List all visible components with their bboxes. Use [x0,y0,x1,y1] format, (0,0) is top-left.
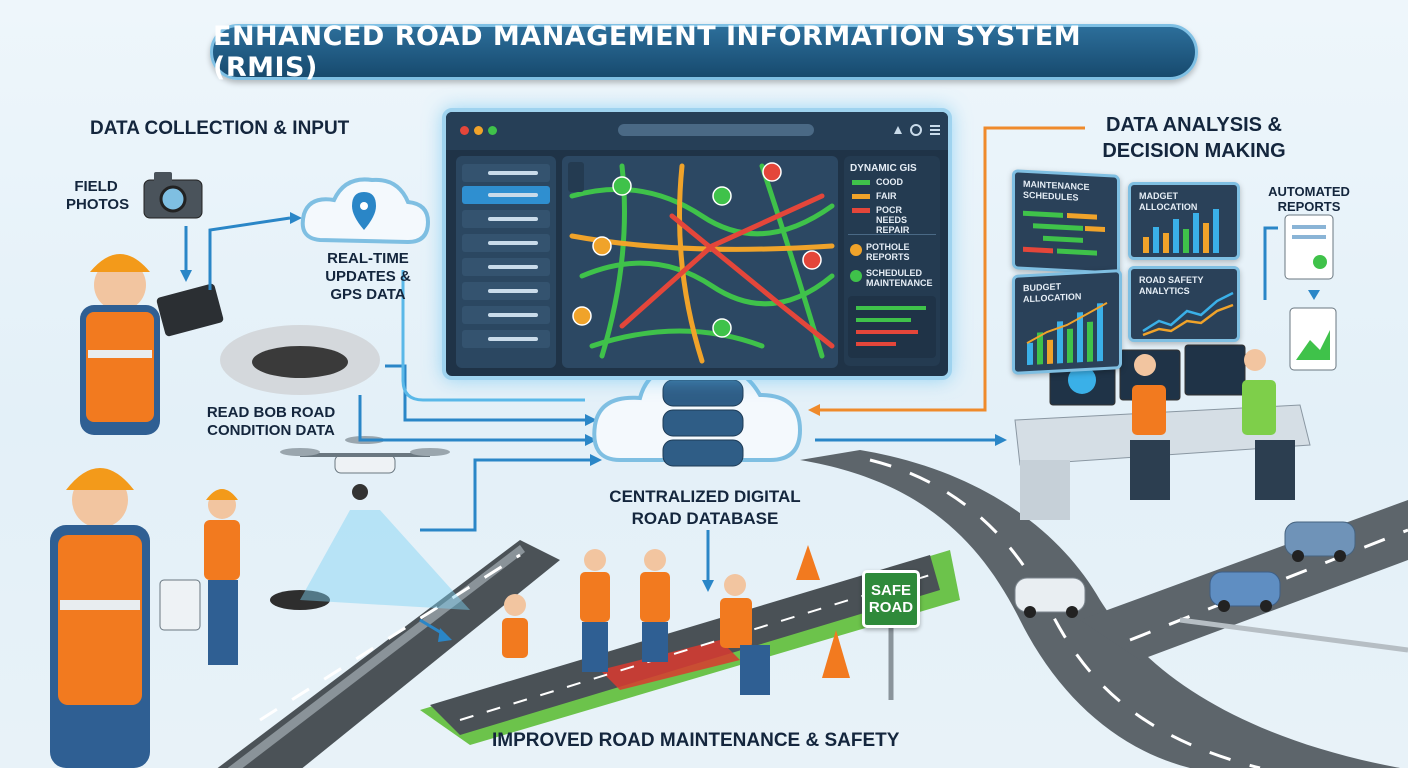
legend-swatch-fair [852,194,870,199]
menu-icon [930,125,940,135]
data-analysis-heading: DATA ANALYSIS & DECISION MAKING [1094,112,1294,164]
drone [280,436,450,500]
status-bar [856,342,896,346]
legend-title: DYNAMIC GIS [850,163,917,174]
reports-line2: REPORTS [1277,199,1341,214]
title-banner: ENHANCED ROAD MANAGEMENT INFORMATION SYS… [210,21,1198,83]
gantt-chart-graphic [1023,210,1105,256]
sidebar-item [462,210,550,228]
gis-road-map [562,156,838,368]
central-database-line2: ROAD DATABASE [631,509,779,528]
legend-label-good: COOD [876,177,903,187]
arrow-heads [180,212,1007,642]
sign-line1: SAFE [870,582,911,599]
sidebar-item [462,306,550,324]
realtime-line3: GPS DATA [330,286,406,303]
sidebar-item [462,234,550,252]
reports-line1: AUTOMATED [1268,184,1350,199]
legend-label-repair: NEEDS REPAIR [876,215,910,235]
improved-maintenance-heading: IMPROVED ROAD MAINTENANCE & SAFETY [492,730,900,751]
maintenance-schedules-panel: MAINTENANCE SCHEDULES [1012,169,1120,275]
road-condition-line1: READ BOB ROAD [206,404,336,421]
automated-reports-label: AUTOMATED REPORTS [1262,184,1356,214]
maintenance-schedules-title: MAINTENANCE SCHEDULES [1023,179,1090,204]
data-collection-heading: DATA COLLECTION & INPUT [90,118,350,139]
gps-cloud [300,177,431,245]
pothole-icon [850,244,862,256]
sidebar-item [462,258,550,276]
sign-line2: ROAD [868,599,914,616]
flow-arrows [184,126,1278,637]
road-condition-label: READ BOB ROAD CONDITION DATA [196,404,346,440]
field-photos-label: FIELD PHOTOS [66,178,130,214]
address-bar [618,124,814,136]
sidebar-item [462,330,550,348]
highway [800,450,1408,768]
cloud-database [592,362,803,467]
safe-road-sign-text: SAFE ROAD [869,582,913,616]
realtime-gps-label: REAL-TIME UPDATES & GPS DATA [318,250,418,304]
repair-crew [502,549,770,695]
central-database-label: CENTRALIZED DIGITAL ROAD DATABASE [580,486,830,530]
window-maximize-dot [488,126,497,135]
scheduled-line2: MAINTENANCE [866,278,933,288]
legend-swatch-poor [852,208,870,213]
maintenance-icon [850,270,862,282]
line-chart-graphic [1142,291,1234,337]
field-worker-tablet [80,254,224,435]
repair-road [420,550,960,745]
budget-allocation-panel: BUDGET ALLOCATION [1012,269,1122,375]
gis-legend-panel: DYNAMIC GIS COOD FAIR POCR NEEDS REPAIR … [844,156,940,366]
field-worker-clipboard [50,468,201,768]
bar-chart-graphic [1143,209,1219,253]
madget-allocation-title: MADGET ALLOCATION [1139,191,1198,212]
pothole-line1: POTHOLE [866,242,910,252]
dashboard-toolbar-icons [894,124,940,136]
dashboard-window-bar [446,112,948,150]
legend-swatch-good [852,180,870,185]
window-minimize-dot [474,126,483,135]
legend-label-poor: POCR [876,205,903,215]
camera-icon [143,172,203,219]
data-analysis-heading-line2: DECISION MAKING [1102,140,1286,162]
field-photos-line1: FIELD [74,178,118,195]
report-documents [1284,214,1337,371]
sidebar-item [462,282,550,300]
road-safety-analytics-panel: ROAD SAFETY ANALYTICS [1128,266,1240,342]
road-condition-line2: CONDITION DATA [207,422,335,439]
status-bar [856,318,911,322]
left-road [217,540,560,768]
window-close-dot [460,126,469,135]
road-safety-title: ROAD SAFETY ANALYTICS [1139,275,1204,296]
realtime-line2: UPDATES & [325,268,411,285]
data-analysis-heading-line1: DATA ANALYSIS & [1106,114,1282,136]
page-title: ENHANCED ROAD MANAGEMENT INFORMATION SYS… [213,21,1082,83]
scheduled-maintenance-label: SCHEDULED MAINTENANCE [866,268,933,288]
safe-road-sign: SAFE ROAD [862,570,920,628]
pothole-reports-label: POTHOLE REPORTS [866,242,910,262]
field-photos-line2: PHOTOS [66,196,130,213]
pothole-line2: REPORTS [866,252,910,262]
gear-icon [910,124,922,136]
realtime-line1: REAL-TIME [327,250,409,267]
legend-label-fair: FAIR [876,191,897,201]
status-bar [856,306,926,310]
budget-chart-graphic [1026,302,1108,366]
pothole [252,346,348,378]
madget-allocation-panel: MADGET ALLOCATION [1128,182,1240,260]
legend-divider [848,234,936,235]
sidebar-search [462,164,550,182]
status-bars-panel [848,296,936,358]
status-bar [856,330,918,334]
scheduled-line1: SCHEDULED [866,268,923,278]
central-database-line1: CENTRALIZED DIGITAL [609,487,801,506]
dashboard-sidebar [456,156,556,368]
sidebar-item-active [462,186,550,204]
bell-icon [894,126,902,134]
traffic-cones [796,545,850,678]
gis-dashboard-screen: DYNAMIC GIS COOD FAIR POCR NEEDS REPAIR … [442,108,952,380]
worker-walkie [204,489,240,665]
drone-scan-beam [300,510,470,610]
